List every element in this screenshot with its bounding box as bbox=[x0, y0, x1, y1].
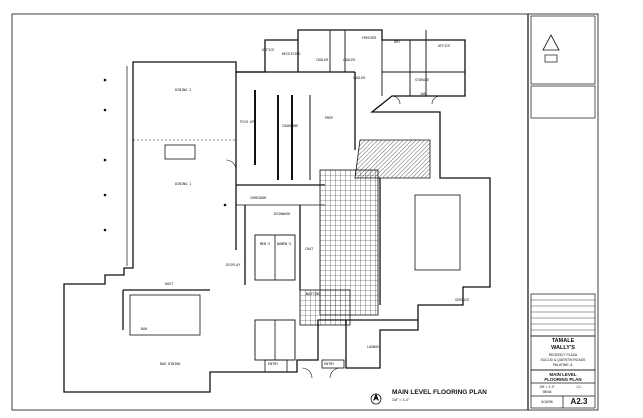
room-label-bar: BAR bbox=[141, 327, 148, 331]
room-label-host: HOST bbox=[165, 282, 174, 286]
project-address-line-3: PALATINE, IL bbox=[552, 363, 574, 367]
hatched-floor-area bbox=[354, 139, 431, 179]
room-label-office-top: OFFICE bbox=[262, 48, 275, 52]
exterior-wall bbox=[63, 29, 491, 393]
door-swings bbox=[225, 95, 441, 379]
architect-logo-icon bbox=[542, 34, 560, 51]
room-label-waiting: WAITING bbox=[306, 292, 321, 296]
room-label-dining-2: DINING 2 bbox=[175, 88, 192, 92]
room-label-bar-dining: BAR DINING bbox=[160, 362, 181, 366]
room-label-cooler-1: COOLER bbox=[316, 58, 329, 62]
room-label-storage: STORAGE bbox=[415, 78, 430, 82]
room-label-cooler-2: COOLER bbox=[343, 58, 356, 62]
sheet-number: A2.3 bbox=[570, 397, 588, 406]
room-label-display: DISPLAY bbox=[226, 263, 241, 267]
room-label-janitor: JAN. bbox=[420, 92, 429, 96]
tile-floor-area-2 bbox=[299, 289, 351, 326]
title-block-drawn-by: J.C. bbox=[576, 385, 582, 389]
project-name-line-1: TAMALE bbox=[551, 338, 575, 344]
room-label-service: SERVICE bbox=[455, 298, 470, 302]
title-block-scale: 1/8" = 1'-0" bbox=[539, 385, 555, 389]
drawing-title: MAIN LEVEL FLOORING PLAN bbox=[392, 389, 487, 396]
room-label-freezer: FREEZER bbox=[362, 36, 377, 40]
room-label-prep: PREP bbox=[325, 116, 334, 120]
sheet-title-line-1: MAIN LEVEL bbox=[549, 372, 577, 377]
room-label-cookline: COOKLINE bbox=[282, 124, 299, 128]
room-label-dishwash: DISHWASH bbox=[274, 212, 291, 216]
north-arrow-icon bbox=[370, 393, 382, 405]
room-label-entry-2: ENTRY bbox=[324, 362, 335, 366]
sheet-title-line-2: FLOORING PLAN bbox=[544, 377, 582, 382]
drawing-scale: 1/8" = 1'-0" bbox=[392, 398, 410, 402]
room-label-lounge: LOUNGE bbox=[367, 345, 380, 349]
room-label-corridor: CORRIDOR bbox=[250, 196, 267, 200]
room-label-womens: WOMEN'S bbox=[277, 242, 292, 246]
room-label-cooler-3: COOLER bbox=[353, 76, 366, 80]
project-name-line-2: WALLY'S bbox=[551, 345, 575, 351]
room-label-pick-up: PICK-UP bbox=[240, 120, 255, 124]
project-address-line-2: EUCLID & QUENTIN ROADS bbox=[540, 358, 586, 362]
sheet-date: 5/16/98 bbox=[541, 400, 553, 404]
room-label-receiving: RECEIVING bbox=[282, 52, 301, 56]
project-address-line-1: REGENCY PLAZA bbox=[548, 353, 578, 357]
room-label-office-right: OFFICE bbox=[438, 44, 451, 48]
sheet-border bbox=[11, 13, 599, 411]
room-label-coat: COAT bbox=[305, 247, 314, 251]
room-label-mens: MEN'S bbox=[260, 242, 271, 246]
title-block bbox=[530, 15, 596, 409]
floor-plan bbox=[63, 29, 491, 393]
room-label-dry: DRY bbox=[394, 40, 401, 44]
job-number: 98046 bbox=[542, 390, 552, 394]
room-label-dining-1: DINING 1 bbox=[175, 182, 192, 186]
room-label-entry-1: ENTRY bbox=[268, 362, 279, 366]
column-markers bbox=[103, 78, 227, 232]
